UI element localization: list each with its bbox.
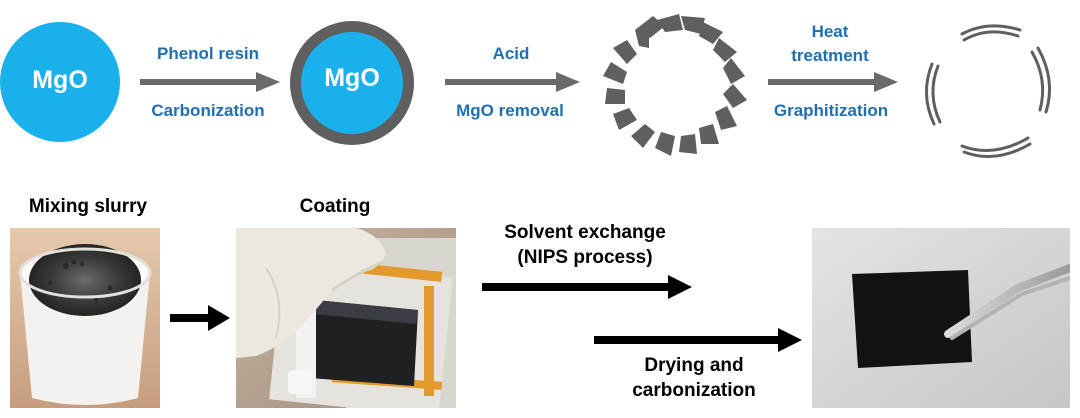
mgo-particle: MgO [0,22,120,142]
slurry-to-coating-arrow [170,305,230,331]
step3-label-top: Heat treatment [791,22,869,65]
step1-arrow [140,72,280,92]
mixing-slurry-caption: Mixing slurry [28,196,148,217]
carbon-coated-mgo-particle: MgO [289,20,415,146]
drying-carbonization-arrow [594,328,802,352]
step2-label-bottom: MgO removal [456,101,564,120]
step2-arrow [445,72,580,92]
step1-label-bottom: Carbonization [151,101,265,120]
carbon-coated-mgo-label: MgO [324,64,380,92]
porous-carbon-fragments [603,14,747,156]
solvent-exchange-label: Solvent exchange (NIPS process) [504,222,666,268]
solvent-exchange-arrow [482,275,692,299]
graphitized-carbon-shell [925,24,1052,158]
step3-label-bottom: Graphitization [773,101,889,120]
step2-label-top: Acid [492,44,530,63]
drying-carbonization-label: Drying and carbonization [632,355,756,401]
mixing-slurry-photo [10,228,160,408]
mgo-particle-label: MgO [32,66,88,94]
step1-label-top: Phenol resin [156,44,260,63]
step3-arrow [768,72,898,92]
coating-photo [236,228,456,408]
coating-caption: Coating [299,196,371,217]
carbon-sheet-photo [812,228,1070,408]
